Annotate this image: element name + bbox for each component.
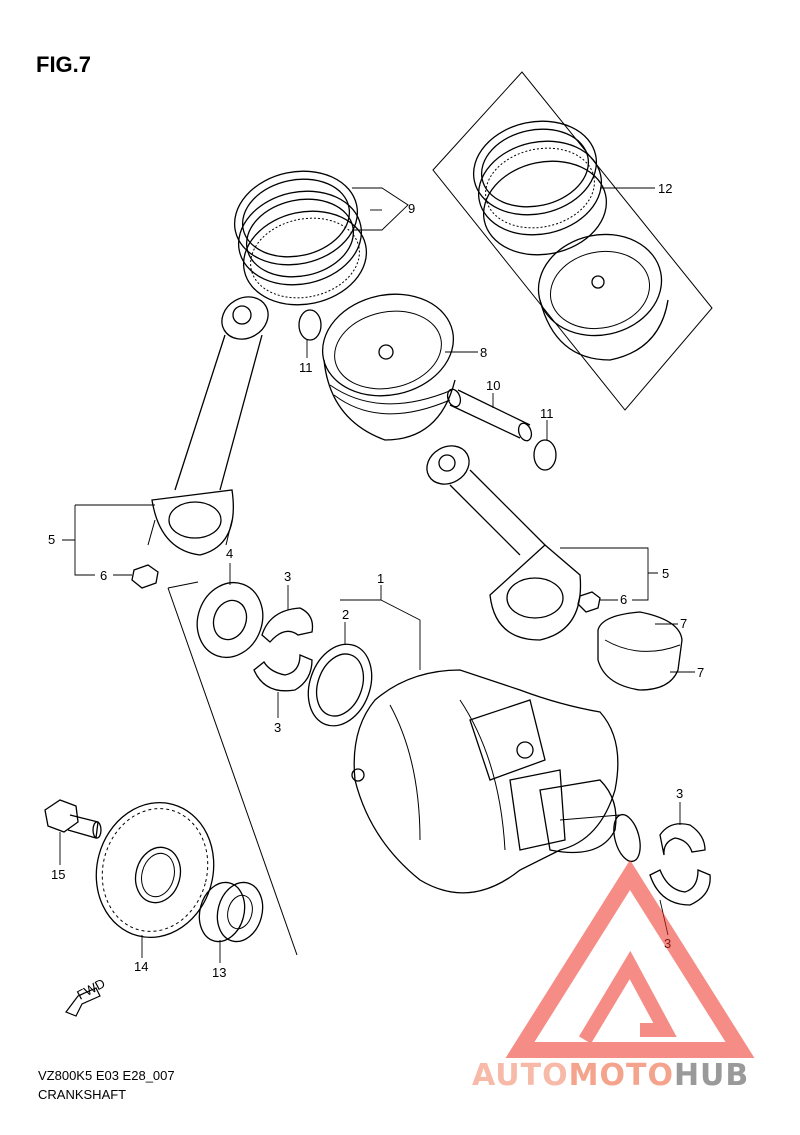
watermark-text: AUTOMOTOHUB xyxy=(472,1058,749,1093)
bearing-3-left-lower xyxy=(253,654,313,692)
figure-title: FIG.7 xyxy=(36,52,91,77)
nut-6-right xyxy=(577,591,601,613)
connecting-rod-right xyxy=(426,445,582,641)
watermark-logo xyxy=(505,859,755,1058)
callout-11-left: 11 xyxy=(299,360,313,375)
callout-14: 14 xyxy=(134,959,148,974)
primary-gear-14 xyxy=(95,801,215,939)
sprocket-13 xyxy=(198,881,264,943)
callout-5-left: 5 xyxy=(48,532,55,547)
callout-6-left: 6 xyxy=(100,568,107,583)
watermark-part2: MOTO xyxy=(569,1058,674,1093)
callout-15: 15 xyxy=(51,867,65,882)
bearing-3-right-upper xyxy=(659,823,706,856)
thrust-washer-4 xyxy=(196,582,264,658)
callout-13: 13 xyxy=(212,965,226,980)
callout-11-right: 11 xyxy=(540,406,554,421)
callout-1: 1 xyxy=(377,571,384,586)
thrust-bearing-2 xyxy=(307,643,373,727)
callout-3-right-top: 3 xyxy=(676,786,683,801)
callout-3-left-bottom: 3 xyxy=(274,720,281,735)
callout-7-upper: 7 xyxy=(680,616,687,631)
piston-ring-set-9 xyxy=(233,170,368,306)
group-bracket-line xyxy=(167,587,298,956)
snap-ring-11-left xyxy=(298,309,322,341)
fwd-arrow-icon: FWD xyxy=(65,976,108,1017)
callout-10: 10 xyxy=(486,378,500,393)
watermark-part1: AUTO xyxy=(472,1058,569,1093)
figure-code: VZ800K5 E03 E28_007 xyxy=(38,1068,175,1083)
bolt-15 xyxy=(44,799,102,839)
bearing-7-right xyxy=(597,611,683,691)
connecting-rod-left xyxy=(147,296,269,556)
bearing-3-right-lower xyxy=(649,869,711,906)
callout-5-right: 5 xyxy=(662,566,669,581)
callout-2: 2 xyxy=(342,607,349,622)
leader-lines xyxy=(59,187,695,963)
crankshaft-1 xyxy=(351,669,641,894)
callout-9: 9 xyxy=(408,201,415,216)
watermark-part3: HUB xyxy=(674,1058,749,1093)
callout-6-right: 6 xyxy=(620,592,627,607)
piston-8 xyxy=(321,293,456,441)
group-bracket-top xyxy=(167,581,199,589)
callout-7-lower: 7 xyxy=(697,665,704,680)
bearing-3-left-upper xyxy=(261,607,314,643)
callout-8: 8 xyxy=(480,345,487,360)
snap-ring-11-right xyxy=(533,439,557,471)
piston-pin-10 xyxy=(446,388,533,442)
figure-name: CRANKSHAFT xyxy=(38,1087,126,1102)
nut-6-left xyxy=(131,564,159,589)
callout-3-left-top: 3 xyxy=(284,569,291,584)
piston-set-12-box xyxy=(432,71,713,411)
callout-12: 12 xyxy=(658,181,672,196)
callout-4: 4 xyxy=(226,546,233,561)
